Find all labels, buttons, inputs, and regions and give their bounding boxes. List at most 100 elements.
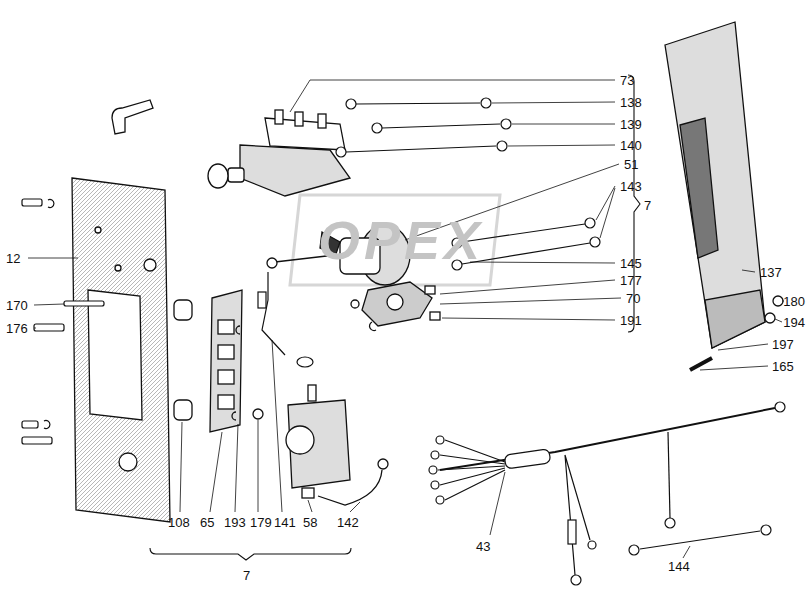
- connecting-wire: [481, 98, 491, 108]
- leader-line: [28, 258, 78, 259]
- callout-number: 144: [668, 560, 690, 573]
- group-bracket: [150, 75, 640, 560]
- light-switch: [240, 145, 350, 196]
- wiring-harness: [665, 518, 675, 528]
- connecting-wire: [262, 272, 285, 355]
- mounting-bracket: [665, 22, 765, 348]
- connecting-wire: [501, 119, 511, 129]
- wiring-harness: [436, 496, 444, 504]
- screw: [22, 199, 42, 206]
- callout-number: 12: [6, 252, 20, 265]
- rubber-elbow: [112, 100, 153, 134]
- light-switch: [318, 114, 326, 128]
- terminal-block: [174, 400, 192, 420]
- callout-number: 194: [783, 316, 805, 329]
- callout-number: 180: [783, 295, 805, 308]
- leader-line: [742, 270, 755, 272]
- callout-number: 108: [168, 516, 190, 529]
- connecting-wire: [258, 272, 313, 367]
- terminal-block: [218, 395, 234, 409]
- callout-number: 179: [250, 516, 272, 529]
- callout-number: 177: [620, 274, 642, 287]
- light-switch: [208, 110, 350, 196]
- terminal-block: [174, 300, 192, 320]
- leader-line: [492, 102, 615, 103]
- ignition-switch: [267, 258, 277, 268]
- wiring-harness: [436, 436, 444, 444]
- callout-number: 58: [303, 516, 317, 529]
- wiring-harness: [775, 402, 785, 412]
- voltage-regulator: [378, 459, 388, 469]
- screw: [48, 199, 54, 207]
- leader-line: [718, 344, 768, 350]
- watermark-frame: [290, 195, 500, 285]
- leader-line: [440, 298, 621, 304]
- mounting-plate: [115, 265, 121, 271]
- mounting-bracket: [773, 296, 783, 306]
- terminal-block: [218, 345, 234, 359]
- leader-line: [290, 80, 615, 112]
- terminal-block: [232, 412, 236, 420]
- callout-number: 193: [224, 516, 246, 529]
- watermark-frame: [290, 195, 500, 285]
- callout-number: 191: [620, 314, 642, 327]
- voltage-regulator: [302, 488, 314, 498]
- mounting-bracket: [680, 118, 718, 258]
- fuse-relay: [362, 282, 432, 326]
- leader-line: [258, 420, 259, 512]
- callout-number: 176: [6, 322, 28, 335]
- connecting-wire: [382, 124, 500, 128]
- callout-number: 138: [620, 96, 642, 109]
- mounting-bracket: [705, 290, 765, 348]
- wiring-harness: [568, 520, 576, 544]
- rubber-elbow: [112, 100, 153, 134]
- connecting-wire: [640, 531, 760, 549]
- connecting-wire: [346, 99, 356, 109]
- leader-line: [272, 340, 282, 512]
- terminal-block: [236, 326, 240, 334]
- connecting-wire: [297, 357, 313, 367]
- terminal-block: [174, 290, 263, 432]
- callout-number: 7: [644, 199, 651, 212]
- connecting-wire: [497, 141, 507, 151]
- light-switch: [295, 112, 303, 126]
- terminal-block: [218, 320, 234, 334]
- callout-number: 73: [620, 74, 634, 87]
- leader-line: [235, 424, 238, 512]
- screw: [44, 421, 50, 429]
- wiring-harness: [438, 440, 505, 500]
- mounting-plate: [72, 178, 170, 522]
- terminal-block: [253, 409, 263, 419]
- leader-line: [180, 422, 182, 512]
- voltage-regulator: [308, 385, 316, 401]
- wiring-harness: [668, 432, 670, 518]
- connecting-wire: [629, 545, 639, 555]
- terminal-block: [218, 370, 234, 384]
- leader-line: [210, 432, 222, 512]
- fuse-relay: [351, 282, 440, 330]
- leader-line: [470, 262, 615, 263]
- leader-line: [700, 366, 768, 370]
- screw: [22, 437, 52, 444]
- fuse-relay: [425, 286, 435, 294]
- mounting-bracket: [690, 358, 712, 370]
- mounting-plate: [72, 178, 170, 522]
- voltage-regulator: [286, 426, 314, 454]
- leader-line: [442, 318, 615, 320]
- leader-line: [440, 280, 615, 294]
- leader-line: [308, 500, 312, 512]
- leader-line: [775, 319, 782, 322]
- terminal-block: [210, 290, 242, 432]
- callout-number: 70: [626, 292, 640, 305]
- connecting-wire: [356, 103, 480, 104]
- connecting-wire: [372, 123, 382, 133]
- wiring-harness: [588, 541, 596, 549]
- connecting-wire: [346, 146, 496, 152]
- connecting-wire: [336, 147, 346, 157]
- wiring-harness: [429, 402, 785, 585]
- callout-number: 7: [243, 569, 250, 582]
- callout-number: 51: [624, 158, 638, 171]
- callout-number: 143: [620, 180, 642, 193]
- voltage-regulator: [318, 470, 382, 505]
